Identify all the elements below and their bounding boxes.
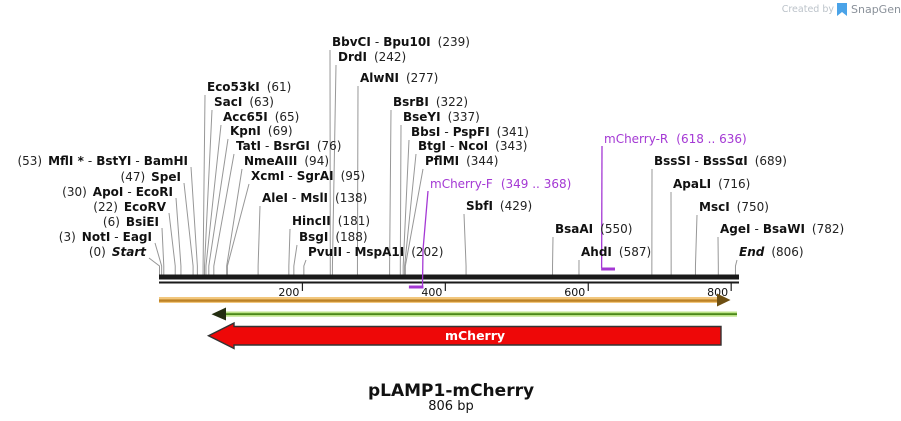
plasmid-title: pLAMP1-mCherry <box>368 381 534 401</box>
enzyme-label: PflMI(344) <box>425 154 498 168</box>
enzyme-label: (0)Start <box>89 245 147 259</box>
enzyme-label: BssSI-BssSαI(689) <box>654 154 787 168</box>
primer-label: mCherry-R(618 .. 636) <box>604 132 747 146</box>
enzyme-label: SacI(63) <box>214 95 274 109</box>
mcherry-feature-arrow: mCherry <box>206 321 722 350</box>
enzyme-label: BseYI(337) <box>403 110 480 124</box>
connector-line <box>175 197 182 275</box>
enzyme-label: HincII(181) <box>292 214 370 228</box>
connector-line <box>208 138 229 275</box>
watermark: Created by SnapGene <box>782 3 901 16</box>
connector-line <box>404 153 417 275</box>
connector-line <box>226 183 250 275</box>
connector-line <box>399 124 402 275</box>
enzyme-label: BsgI(188) <box>299 230 368 244</box>
connector-line <box>463 213 467 275</box>
orf-arrowhead-right-icon <box>717 293 731 307</box>
enzyme-label: Acc65I(65) <box>223 110 299 124</box>
green-arrowhead-left-icon <box>211 307 226 321</box>
enzyme-label: KpnI(69) <box>230 124 293 138</box>
sequence-bottom-strand <box>159 281 739 284</box>
connector-line <box>389 109 392 275</box>
ruler-number: 400 <box>421 286 442 299</box>
connector-line <box>204 109 213 275</box>
connector-line <box>404 168 424 275</box>
connector-line <box>734 259 738 275</box>
connector-line <box>205 124 222 275</box>
enzyme-label: End(806) <box>739 245 804 259</box>
orf-arrow-core <box>159 299 718 302</box>
connector-line <box>168 212 176 275</box>
primer-f-bar <box>408 285 424 289</box>
connector-line <box>190 166 198 275</box>
ruler-number: 600 <box>564 286 585 299</box>
green-arrow-core <box>226 313 737 315</box>
enzyme-label: BbsI-PspFI(341) <box>411 125 529 139</box>
connector-line <box>257 205 261 275</box>
enzyme-label: AhdI(587) <box>581 245 651 259</box>
enzyme-label: (6)BsiEI <box>103 215 159 229</box>
enzyme-label: MscI(750) <box>699 200 769 214</box>
connector-line <box>183 182 194 275</box>
connector-line <box>226 168 243 275</box>
enzyme-label: BsaAI(550) <box>555 222 632 236</box>
sequence-line <box>159 274 739 284</box>
snapgene-logo-icon <box>837 3 847 16</box>
mcherry-feature-label: mCherry <box>445 328 505 343</box>
connector-line <box>356 85 359 275</box>
connector-lines <box>148 49 738 275</box>
connector-line <box>202 94 206 275</box>
enzyme-label: AgeI-BsaWI(782) <box>720 222 844 236</box>
primer-r-bar <box>601 267 615 271</box>
snapgene-brand-text: SnapGene <box>851 3 901 16</box>
primer-annotations <box>408 145 615 289</box>
enzyme-label: (47)SpeI <box>121 170 181 184</box>
connector-line <box>161 227 165 275</box>
enzyme-label: DrdI(242) <box>338 50 406 64</box>
enzyme-label: AlwNI(277) <box>360 71 438 85</box>
enzyme-label: SbfI(429) <box>466 199 532 213</box>
mcherry-arrow-shape <box>206 321 722 350</box>
enzyme-label: (53)MflI *-BstYI-BamHI <box>17 154 188 168</box>
enzyme-label: NmeAIII(94) <box>244 154 329 168</box>
enzyme-label: PvuII-MspA1I(202) <box>308 245 444 259</box>
connector-line <box>154 242 163 275</box>
enzyme-label: BtgI-NcoI(343) <box>418 139 527 153</box>
connector-line <box>303 259 307 275</box>
connector-line <box>288 228 291 275</box>
enzyme-label: BbvCI-Bpu10I(239) <box>332 35 470 49</box>
orf-arrow-forward <box>159 293 731 307</box>
ruler-number: 200 <box>278 286 299 299</box>
created-by-text: Created by <box>782 4 835 15</box>
primer-label: mCherry-F(349 .. 368) <box>430 177 571 191</box>
enzyme-label: AleI-MslI(138) <box>262 191 367 205</box>
ruler-number: 800 <box>707 286 728 299</box>
primer-f-line <box>421 190 429 288</box>
enzyme-label: TatI-BsrGI(76) <box>236 139 341 153</box>
connector-line <box>331 64 337 275</box>
connector-line <box>293 244 298 275</box>
connector-line <box>213 153 235 275</box>
plasmid-length: 806 bp <box>428 399 473 414</box>
ruler: 200 400 600 800 <box>278 283 732 299</box>
sequence-top-strand <box>159 274 739 280</box>
enzyme-label: BsrBI(322) <box>393 95 468 109</box>
enzyme-label: (30)ApoI-EcoRI <box>62 185 173 199</box>
enzyme-label: ApaLI(716) <box>673 177 750 191</box>
enzyme-label: (22)EcoRV <box>93 200 166 214</box>
enzyme-label: Eco53kI(61) <box>207 80 291 94</box>
enzyme-labels: (53)MflI *-BstYI-BamHI (47)SpeI(30)ApoI-E… <box>17 35 844 259</box>
enzyme-label: XcmI-SgrAI(95) <box>251 169 365 183</box>
connector-line <box>148 257 160 275</box>
enzyme-label: (3)NotI-EagI <box>59 230 152 244</box>
connector-line <box>694 214 698 275</box>
orf-arrow-reverse <box>211 307 737 321</box>
connector-line <box>402 139 410 275</box>
